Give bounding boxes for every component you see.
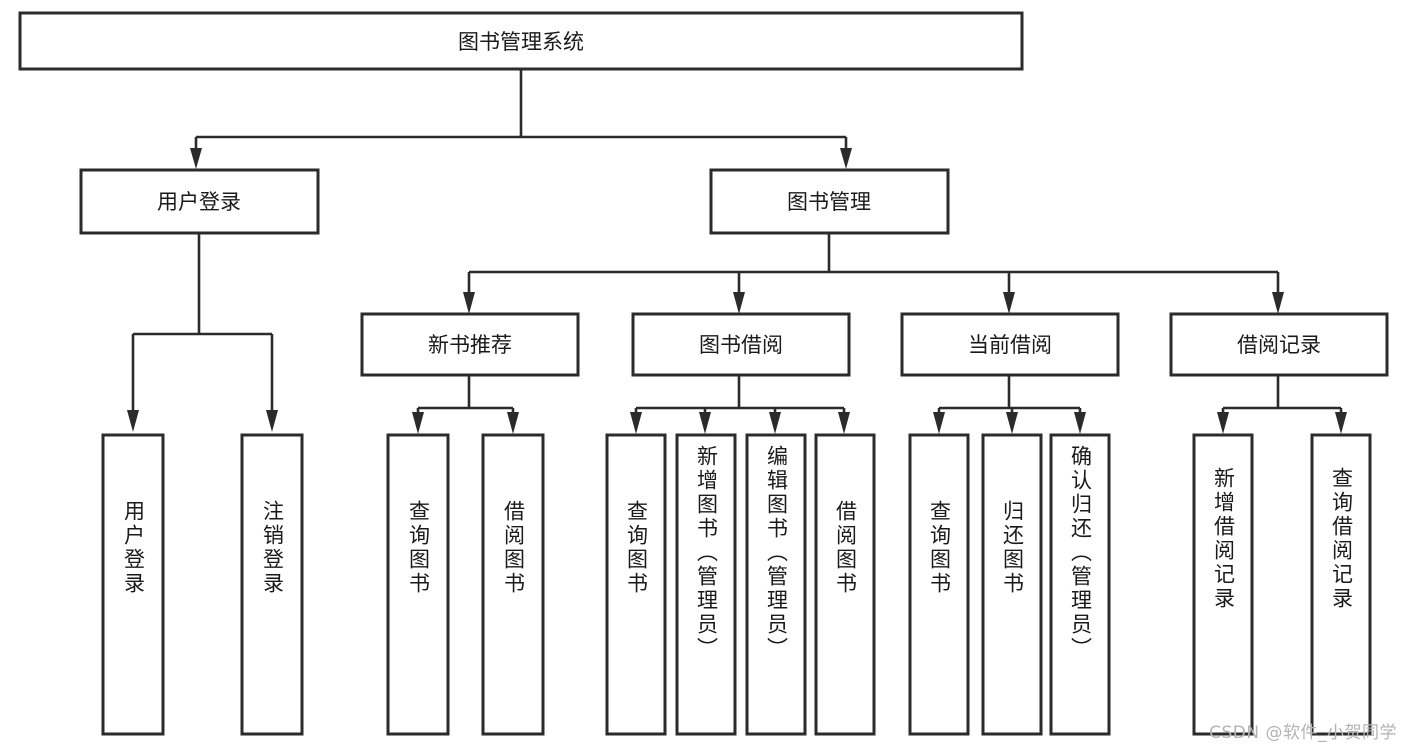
node-borrow-record[interactable] <box>1169 312 1389 377</box>
leaf-confirm-return-admin[interactable] <box>1049 433 1111 736</box>
leaf-query-borrow-record[interactable] <box>1310 433 1372 736</box>
leaf-add-book-admin[interactable] <box>675 433 737 736</box>
node-root[interactable] <box>18 11 1024 71</box>
node-book-borrow-label: 图书借阅 <box>699 333 783 357</box>
node-borrow-record-label: 借阅记录 <box>1237 333 1321 357</box>
node-new-book-recommend[interactable] <box>360 312 580 377</box>
connector-bookborrow-to-leaves <box>630 375 850 434</box>
connector-borrowrecord-to-leaves <box>1217 375 1347 434</box>
leaf-return-book[interactable] <box>981 433 1043 736</box>
connector-newbook-to-leaves <box>412 375 519 434</box>
leaf-query-book-current[interactable] <box>908 433 970 736</box>
leaf-borrow-book-recommend[interactable] <box>481 433 545 736</box>
node-new-book-recommend-label: 新书推荐 <box>428 333 512 357</box>
node-user-login[interactable] <box>79 168 320 235</box>
leaf-edit-book-admin[interactable] <box>745 433 807 736</box>
node-book-management[interactable] <box>709 168 950 235</box>
connector-root-to-level1 <box>190 69 852 169</box>
node-current-borrow-label: 当前借阅 <box>968 333 1052 357</box>
leaf-user-login[interactable] <box>101 433 165 736</box>
node-book-borrow[interactable] <box>631 312 851 377</box>
csdn-watermark: CSDN @软件_小贺同学 <box>1209 723 1397 743</box>
leaf-query-book-borrow[interactable] <box>605 433 667 736</box>
connector-userlogin-to-leaves <box>127 233 278 432</box>
node-current-borrow[interactable] <box>900 312 1120 377</box>
node-root-label: 图书管理系统 <box>458 30 584 54</box>
leaf-borrow-book[interactable] <box>814 433 876 736</box>
leaf-logout[interactable] <box>240 433 304 736</box>
node-book-management-label: 图书管理 <box>787 190 871 214</box>
leaf-add-borrow-record[interactable] <box>1192 433 1254 736</box>
connector-currentborrow-to-leaves <box>933 375 1086 434</box>
connector-bookmgmt-to-level2 <box>463 233 1284 314</box>
node-user-login-label: 用户登录 <box>157 190 241 214</box>
leaf-query-book-recommend[interactable] <box>386 433 450 736</box>
